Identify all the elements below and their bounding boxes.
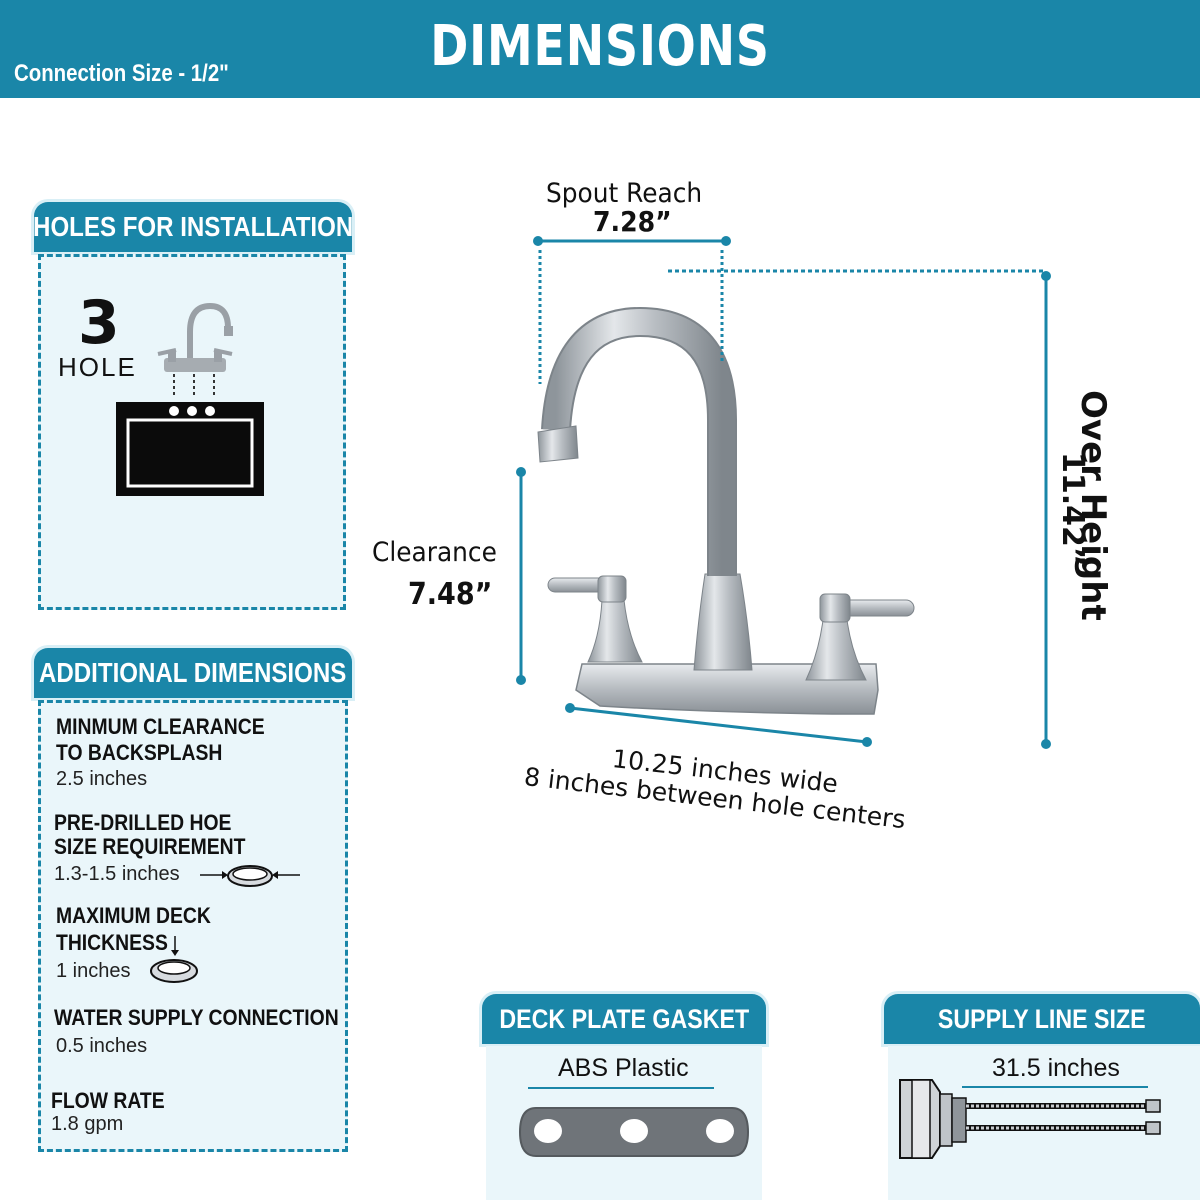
spec-label: MAXIMUM DECK [56, 903, 211, 928]
supply-line-illustration [899, 1079, 1161, 1159]
supply-length-underline [962, 1086, 1148, 1088]
spec-label: FLOW RATE [51, 1088, 165, 1113]
additional-panel-title: ADDITIONAL DIMENSIONS [39, 657, 347, 688]
spec-label: SIZE REQUIREMENT [54, 834, 246, 859]
clearance-label: Clearance [372, 537, 497, 568]
gasket-material: ABS Plastic [558, 1054, 689, 1082]
connection-size-label: Connection Size - 1/2" [14, 60, 229, 87]
additional-panel-header: ADDITIONAL DIMENSIONS [34, 648, 352, 698]
spec-label: TO BACKSPLASH [56, 740, 223, 765]
spec-label: PRE-DRILLED HOE [54, 810, 232, 835]
header-banner: DIMENSIONS Connection Size - 1/2" [0, 0, 1200, 98]
additional-panel [38, 700, 348, 1152]
holes-panel-title: HOLES FOR INSTALLATION [32, 211, 354, 242]
gasket-underline [528, 1087, 714, 1089]
supply-line-length: 31.5 inches [992, 1054, 1120, 1082]
spec-label: THICKNESS [56, 930, 168, 955]
holes-panel-header: HOLES FOR INSTALLATION [32, 202, 354, 252]
spec-label: MINMUM CLEARANCE [56, 714, 265, 739]
spec-value: 1 inches [56, 960, 131, 982]
gasket-panel-header: DECK PLATE GASKET [482, 994, 766, 1044]
spout-reach-value: 7.28” [593, 205, 672, 238]
deck-thickness-icon [150, 936, 198, 983]
hole-label: HOLE [58, 352, 137, 382]
hole-size-icon [200, 865, 300, 887]
spec-value: 1.8 gpm [51, 1113, 124, 1135]
supply-panel-header: SUPPLY LINE SIZE [884, 994, 1200, 1044]
clearance-value: 7.48” [408, 577, 493, 612]
deck-plate-gasket-illustration [518, 1107, 750, 1157]
three-hole-sink-illustration [116, 302, 264, 496]
spout-reach-label: Spout Reach [546, 178, 703, 209]
spec-value: 1.3-1.5 inches [54, 863, 180, 885]
over-height-value: 11.42” [1055, 452, 1090, 567]
spec-value: 2.5 inches [56, 768, 148, 790]
page-title: DIMENSIONS [430, 14, 770, 79]
spec-value: 0.5 inches [56, 1035, 148, 1057]
supply-panel-title: SUPPLY LINE SIZE [938, 1003, 1146, 1034]
spec-label: WATER SUPPLY CONNECTION [54, 1005, 339, 1030]
gasket-panel-title: DECK PLATE GASKET [499, 1003, 749, 1034]
hole-count: 3 [78, 288, 120, 358]
